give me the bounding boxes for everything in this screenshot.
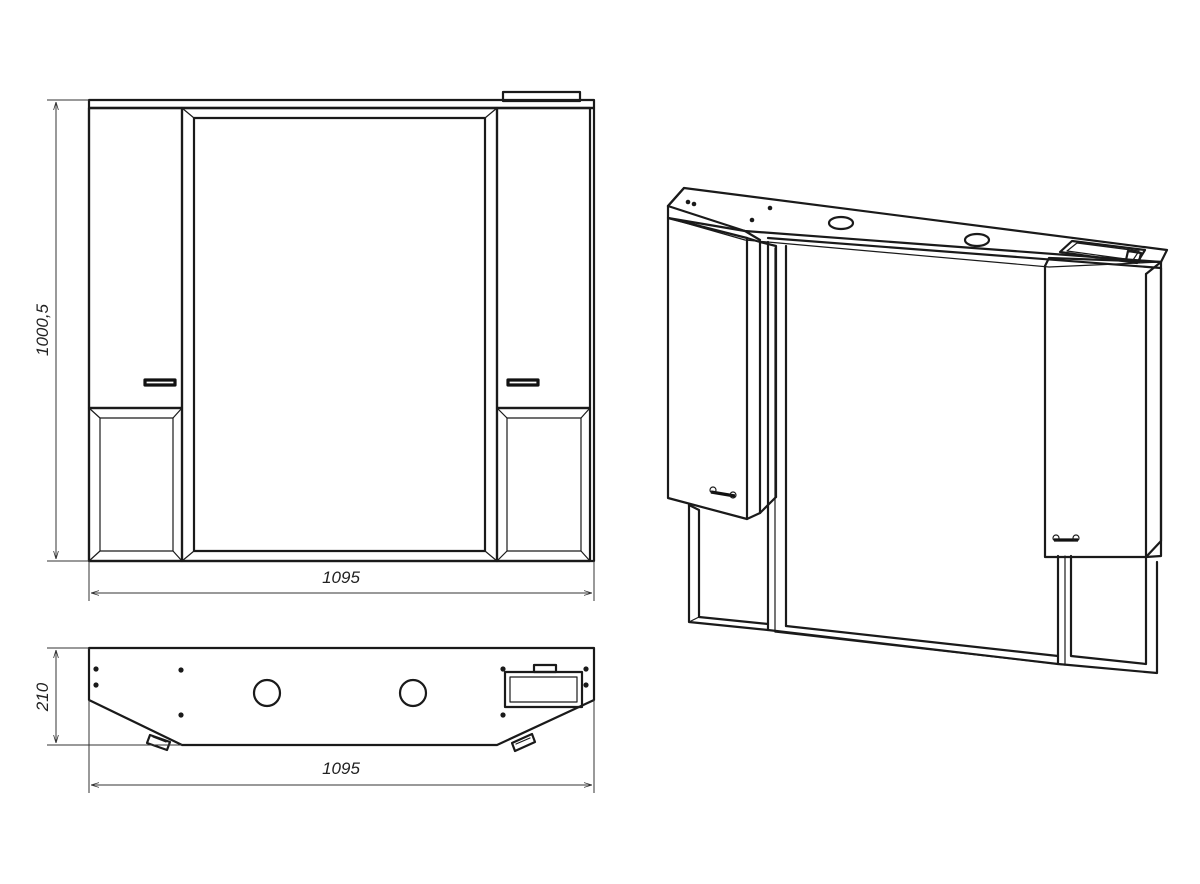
front-lamp: [501, 90, 582, 103]
right-lower-panel-inner: [506, 417, 582, 552]
right-cabinet: [495, 106, 592, 563]
iso-left-door-bottom: [758, 495, 778, 515]
front-width-label: 1095: [322, 568, 360, 587]
iso-mirror-bottom: [784, 624, 1060, 658]
top-lamp: [503, 663, 584, 709]
iso-left-lower-panel: [687, 503, 770, 626]
top-view: 210 1095: [33, 646, 596, 793]
cable-hole-right: [398, 678, 428, 708]
right-lower-panel: [495, 406, 592, 563]
front-outer-frame: [87, 106, 596, 563]
iso-mirror-back: [766, 236, 1163, 559]
iso-right-lower-inner: [1069, 554, 1148, 666]
iso-bottom-edge: [687, 503, 1159, 675]
iso-cable-hole: [963, 232, 991, 248]
cable-hole-left: [252, 678, 282, 708]
left-cabinet-handle: [143, 378, 177, 387]
mount-hole: [500, 712, 506, 718]
isometric-view: [666, 186, 1169, 675]
iso-left-door-front: [666, 216, 749, 521]
iso-left-door-side: [745, 236, 762, 521]
iso-right-cabinet: [1043, 260, 1163, 559]
mount-hole: [93, 666, 99, 672]
dimension-top-width: 1095: [88, 700, 595, 793]
mirror-frame: [180, 106, 499, 563]
top-depth-label: 210: [33, 682, 52, 712]
dimension-front-width: 1095: [88, 561, 595, 601]
mount-hole: [178, 712, 184, 718]
mount-hole: [583, 666, 589, 672]
dimension-height: 1000,5: [33, 99, 89, 562]
right-cabinet-handle: [506, 378, 540, 387]
iso-top-front-edge: [666, 204, 1163, 264]
mount-hole: [583, 682, 589, 688]
mount-hole: [178, 667, 184, 673]
iso-right-door-front: [1043, 264, 1148, 559]
top-width-label: 1095: [322, 759, 360, 778]
iso-top-bevel: [666, 186, 762, 242]
front-height-label: 1000,5: [33, 303, 52, 356]
iso-left-door-edge: [758, 240, 778, 499]
iso-lamp: [1058, 239, 1147, 265]
iso-cable-hole: [827, 215, 855, 231]
left-cabinet: [87, 106, 184, 563]
top-outline: [87, 646, 596, 747]
left-lower-panel: [87, 406, 184, 563]
left-cabinet-door: [87, 106, 184, 410]
iso-right-door-top: [1144, 260, 1163, 276]
center-mirror: [180, 106, 499, 563]
top-left-handle: [145, 733, 172, 752]
dimension-depth: 210: [33, 647, 182, 746]
mount-hole: [500, 666, 506, 672]
iso-right-door-side: [1144, 260, 1163, 559]
right-cabinet-door: [495, 106, 592, 410]
left-lower-panel-inner: [99, 417, 174, 552]
iso-left-cabinet: [666, 216, 778, 521]
mount-hole: [93, 682, 99, 688]
front-view: 1000,5 1095: [33, 90, 596, 601]
top-right-handle: [510, 732, 537, 753]
mirror-glass: [192, 116, 487, 553]
